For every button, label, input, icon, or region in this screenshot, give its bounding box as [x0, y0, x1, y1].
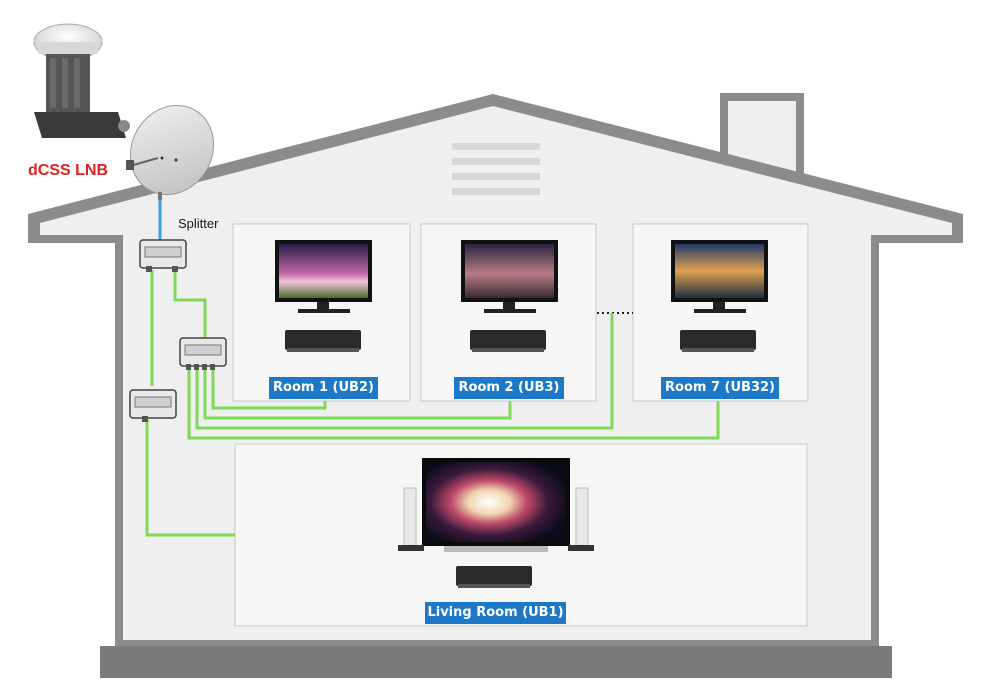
set-top-box-icon — [285, 330, 361, 352]
set-top-box-icon — [470, 330, 546, 352]
living-room-label: Living Room (UB1) — [425, 602, 566, 624]
set-top-box-icon — [680, 330, 756, 352]
splitter-icon — [129, 389, 177, 422]
set-top-box-icon — [456, 566, 532, 588]
lnb-label: dCSS LNB — [28, 162, 108, 179]
tv-icon — [461, 240, 558, 313]
house-foundation — [100, 646, 892, 678]
satellite-dish-icon — [126, 104, 215, 200]
room-1-label: Room 1 (UB2) — [269, 377, 378, 399]
lnb-icon — [33, 23, 130, 138]
tv-icon — [398, 458, 594, 552]
tv-icon — [671, 240, 768, 313]
splitter-icon — [139, 239, 187, 272]
tv-icon — [275, 240, 372, 313]
cables — [145, 270, 720, 537]
room-2-label: Room 2 (UB3) — [454, 377, 564, 399]
room-7-label: Room 7 (UB32) — [661, 377, 779, 399]
vent-icon — [452, 143, 540, 195]
splitter-label: Splitter — [178, 216, 219, 231]
splitter-icon — [179, 337, 227, 370]
